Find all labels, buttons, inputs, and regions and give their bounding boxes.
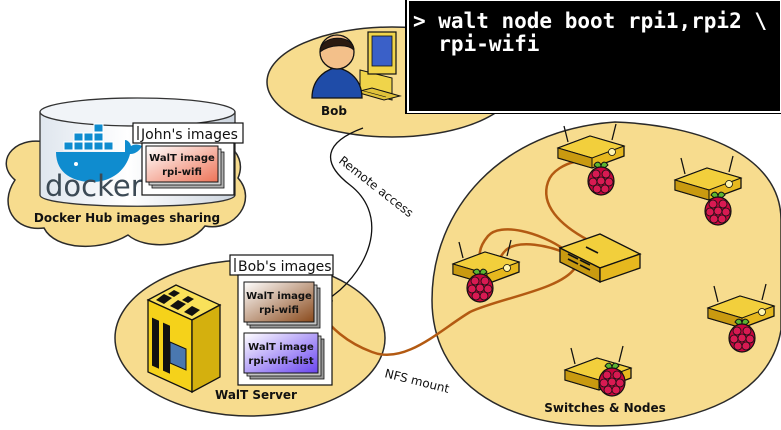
computer-icon [354,31,402,101]
terminal-command-line1: > walt node boot rpi1,rpi2 \ [413,9,767,33]
bob-card1-line1: WalT image [246,291,312,302]
bobs-images-panel: Bob's images WalT image rpi-wifi WalT im… [229,254,334,386]
bob-card2-line1: WalT image [248,342,314,353]
bob-card1-line2: rpi-wifi [259,305,299,316]
terminal-window: > walt node boot rpi1,rpi2 \ rpi-wifi [405,0,781,114]
switches-nodes-label: Switches & Nodes [544,401,666,415]
docker-logo-text: docker [45,169,143,203]
user-icon [311,34,363,99]
johns-image-card [145,145,219,183]
bobs-images-title: Bob's images [238,259,332,275]
walt-server-icon [146,284,222,394]
switch-icon [558,233,642,284]
johns-images-title: John's images [140,127,238,143]
nfs-mount-label: NFS mount [383,366,451,396]
johns-images-panel: John's images WalT image rpi-wifi [132,122,244,196]
terminal-command-line2: rpi-wifi [413,32,539,56]
nfs-cable [321,267,577,356]
bob-label: Bob [321,104,347,118]
bob-image-card-rpi-wifi-dist [243,332,319,374]
johns-card-line2: rpi-wifi [162,167,202,178]
bob-card2-line2: rpi-wifi-dist [248,356,313,367]
johns-card-line1: WalT image [149,153,215,164]
walt-server-label: WalT Server [215,388,297,402]
remote-access-label: Remote access [336,153,416,220]
cable-switch-top-node [545,160,589,242]
docker-sharing-label: Docker Hub images sharing [34,211,220,225]
remote-access-line [323,127,373,304]
docker-logo-icon [56,123,142,182]
bob-image-card-rpi-wifi [243,281,315,323]
